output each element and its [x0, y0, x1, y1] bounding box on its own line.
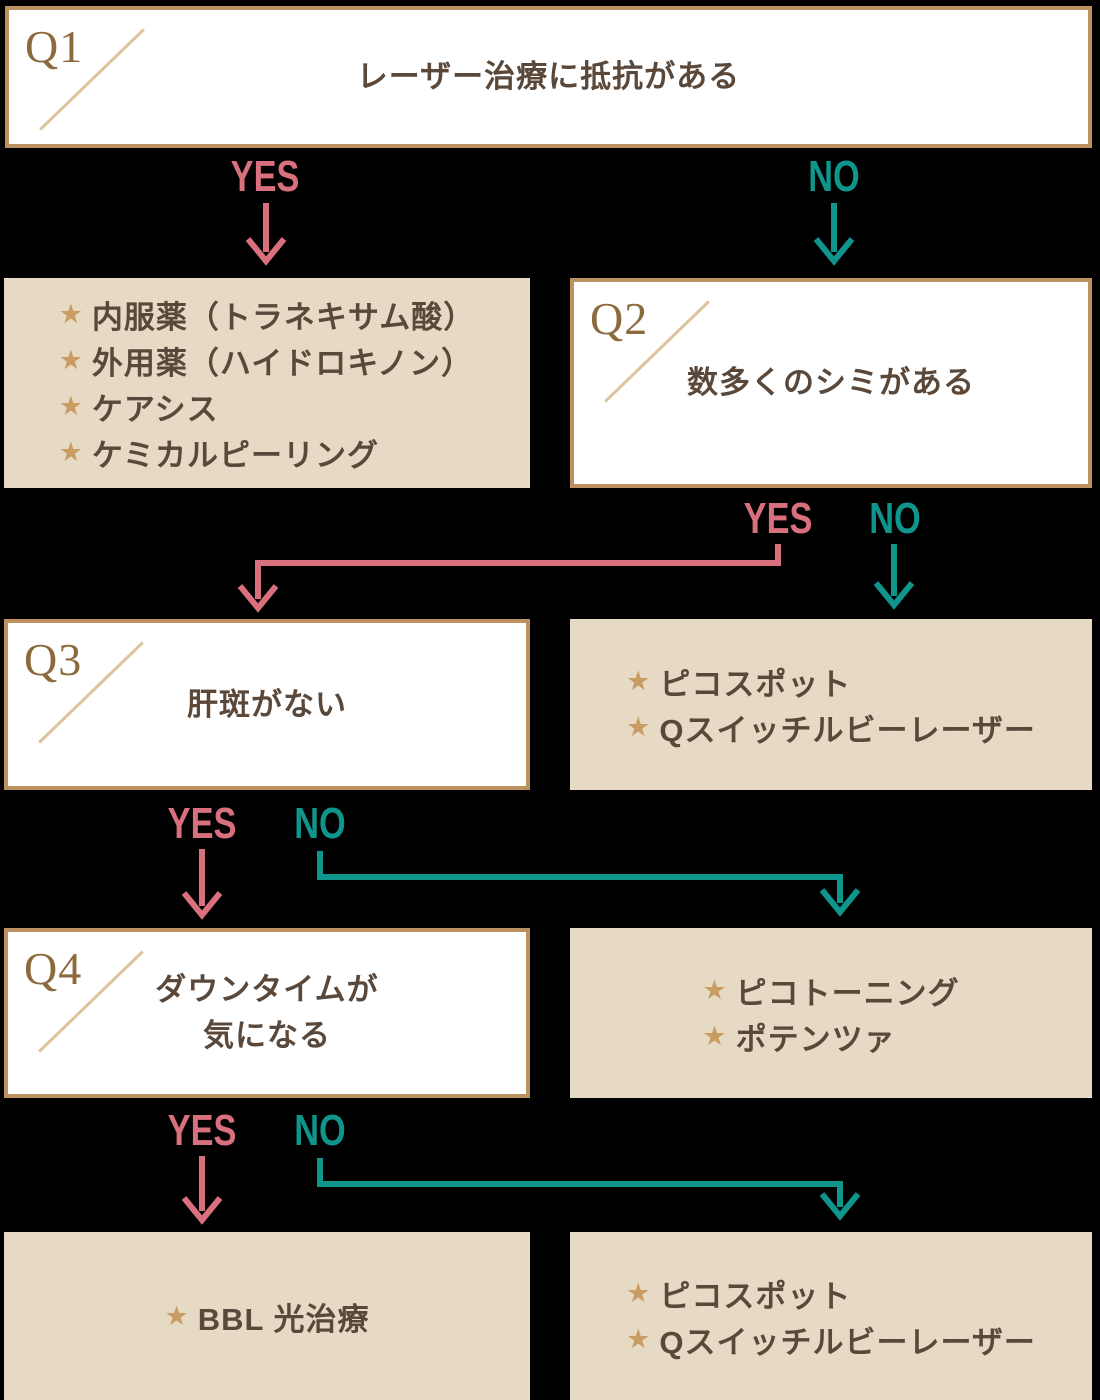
star-icon: ★ [58, 344, 83, 375]
result-item: ★ ピコスポット [626, 666, 852, 702]
result-item: ★ ピコスポット [626, 1277, 852, 1314]
q2-yes-arrow [237, 544, 781, 613]
result-item: ★ ケアシス [58, 390, 219, 427]
question-box-q2: Q2 数多くのシミがある [570, 278, 1092, 488]
q2-yes-label: YES [743, 494, 813, 543]
star-icon: ★ [626, 666, 651, 696]
star-icon: ★ [58, 390, 83, 421]
q3-no-label: NO [294, 799, 346, 848]
q2-label: Q2 [590, 293, 649, 344]
star-icon: ★ [702, 974, 727, 1005]
q1-text: レーザー治療に抵抗がある [356, 59, 741, 94]
q4-text-line1: ダウンタイムが [155, 972, 379, 1007]
result-item: ★ 外用薬（ハイドロキノン） [58, 344, 474, 381]
q3-text: 肝斑がない [187, 686, 347, 722]
q2-no-label: NO [869, 494, 921, 543]
q4-yes-arrow [181, 1156, 223, 1225]
q1-no-arrow [813, 203, 855, 266]
star-icon: ★ [626, 712, 651, 742]
q4-label: Q4 [24, 943, 83, 994]
q1-label: Q1 [25, 21, 84, 72]
result-item: ★ ケミカルピーリング [58, 436, 379, 473]
q1-yes-label: YES [230, 152, 300, 201]
q4-no-arrow [317, 1158, 861, 1221]
question-box-q1: Q1 レーザー治療に抵抗がある [5, 6, 1092, 148]
q4-yes-label: YES [167, 1106, 237, 1155]
star-icon: ★ [58, 298, 83, 329]
star-icon: ★ [58, 436, 83, 467]
result-box-q2-no: ★ ピコスポット ★ Qスイッチルビーレーザー [570, 619, 1092, 790]
star-icon: ★ [164, 1300, 189, 1331]
result-item: ★ Qスイッチルビーレーザー [626, 712, 1036, 748]
star-icon: ★ [626, 1277, 651, 1308]
result-box-q4-yes: ★ BBL 光治療 [4, 1232, 530, 1400]
result-item: ★ BBL 光治療 [164, 1300, 370, 1337]
q4-no-label: NO [294, 1106, 346, 1155]
result-box-q3-no: ★ ピコトーニング ★ ポテンツァ [570, 928, 1092, 1098]
result-item: ★ Qスイッチルビーレーザー [626, 1323, 1036, 1360]
star-icon: ★ [702, 1020, 727, 1051]
q4-text-line2: 気になる [203, 1018, 331, 1053]
q2-no-arrow [873, 544, 915, 610]
result-item: ★ ポテンツァ [702, 1020, 896, 1057]
q1-yes-arrow [245, 203, 287, 266]
q3-yes-label: YES [167, 799, 237, 848]
result-box-q1-yes: ★ 内服薬（トラネキサム酸） ★ 外用薬（ハイドロキノン） ★ ケアシス ★ ケ… [4, 278, 530, 488]
q3-yes-arrow [181, 849, 223, 920]
result-box-q4-no: ★ ピコスポット ★ Qスイッチルビーレーザー [570, 1232, 1092, 1400]
question-box-q4: Q4 ダウンタイムが 気になる [4, 928, 530, 1098]
question-box-q3: Q3 肝斑がない [4, 619, 530, 790]
star-icon: ★ [626, 1323, 651, 1354]
q1-no-label: NO [808, 152, 860, 201]
result-item: ★ ピコトーニング [702, 974, 960, 1011]
q2-text: 数多くのシミがある [687, 365, 975, 400]
q3-label: Q3 [24, 634, 83, 685]
result-item: ★ 内服薬（トラネキサム酸） [58, 298, 476, 335]
q3-no-arrow [317, 851, 861, 917]
